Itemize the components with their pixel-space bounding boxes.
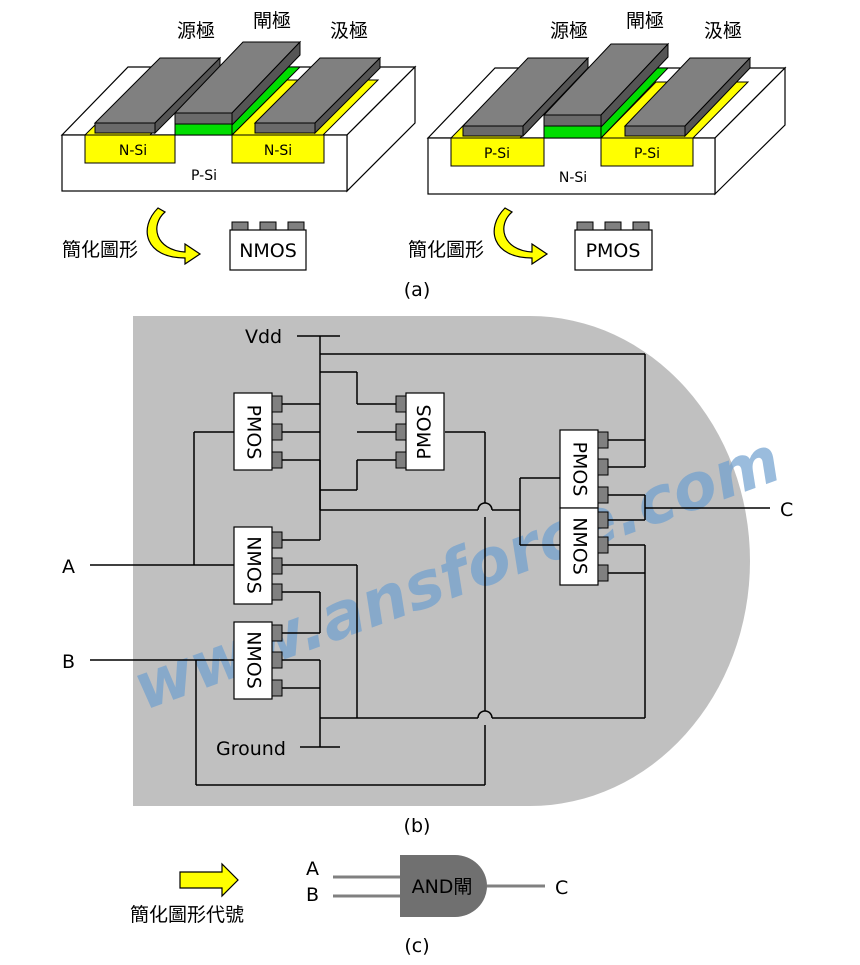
curved-arrow-icon xyxy=(493,207,549,266)
pmos-substrate-label: N-Si xyxy=(559,170,587,186)
pmos-transistor-left: PMOS xyxy=(233,392,283,471)
nmos-a-label: NMOS xyxy=(243,536,265,594)
inverter-nmos-label: NMOS xyxy=(569,517,591,575)
caption-b: (b) xyxy=(404,815,431,837)
nmos-simplify-label: 簡化圖形 xyxy=(62,239,138,261)
nmos-symbol-box xyxy=(229,229,307,271)
vdd-label: Vdd xyxy=(245,326,282,348)
nmos-transistor-b: NMOS xyxy=(233,621,283,700)
nmos-substrate-label: P-Si xyxy=(191,168,217,184)
pmos-symbol-box xyxy=(574,229,653,271)
pmos-well-left-label: P-Si xyxy=(484,146,510,162)
inverter-transistors: PMOS NMOS xyxy=(559,429,609,586)
pmos-cross-section: P-Si P-Si N-Si 源極 閘極 汲極 xyxy=(426,10,787,196)
nmos-source-label: 源極 xyxy=(177,20,215,42)
caption-c: (c) xyxy=(404,935,429,957)
inverter-pmos-label: PMOS xyxy=(569,442,591,497)
nmos-symbol-label: NMOS xyxy=(239,240,297,262)
caption-a: (a) xyxy=(404,279,430,301)
input-a-label: A xyxy=(62,556,75,578)
input-b-label: B xyxy=(62,651,75,673)
output-c-label: C xyxy=(780,499,793,521)
and-gate-symbol-group: 簡化圖形代號 AND閘 A B C xyxy=(130,855,568,926)
right-arrow-icon xyxy=(179,862,239,898)
pmos-drain-label: 汲極 xyxy=(704,20,742,42)
gate-input-a-label: A xyxy=(306,858,319,880)
pmos-symbol-label: PMOS xyxy=(586,240,641,262)
pmos-source-label: 源極 xyxy=(550,20,588,42)
nmos-well-left-label: N-Si xyxy=(119,143,147,159)
nmos-well-right-label: N-Si xyxy=(264,143,292,159)
simplify-symbol-label: 簡化圖形代號 xyxy=(130,904,244,926)
nmos-simplify-group: 簡化圖形 NMOS xyxy=(62,207,307,271)
and-gate-label: AND閘 xyxy=(412,876,473,898)
gate-output-c-label: C xyxy=(555,877,568,899)
curved-arrow-icon xyxy=(146,207,202,266)
nmos-b-label: NMOS xyxy=(243,631,265,689)
pmos-gate-label: 閘極 xyxy=(626,10,664,32)
circuit-panel: www.ansforce.com xyxy=(124,316,790,806)
gate-input-b-label: B xyxy=(306,884,319,906)
nmos-gate-label: 閘極 xyxy=(253,10,291,32)
pmos-simplify-group: 簡化圖形 PMOS xyxy=(408,207,653,271)
nmos-transistor-a: NMOS xyxy=(233,526,283,605)
circuit-wires xyxy=(90,335,770,786)
nmos-drain-label: 汲極 xyxy=(330,20,368,42)
pmos-well-right-label: P-Si xyxy=(634,146,660,162)
pmos-simplify-label: 簡化圖形 xyxy=(408,239,484,261)
nmos-cross-section: N-Si N-Si P-Si 源極 閘極 汲極 xyxy=(60,10,417,193)
pmos-transistor-middle: PMOS xyxy=(395,392,445,471)
pmos-middle-label: PMOS xyxy=(414,405,436,460)
pmos-left-label: PMOS xyxy=(243,405,265,460)
and-gate-body xyxy=(400,855,487,917)
ground-label: Ground xyxy=(216,738,286,760)
